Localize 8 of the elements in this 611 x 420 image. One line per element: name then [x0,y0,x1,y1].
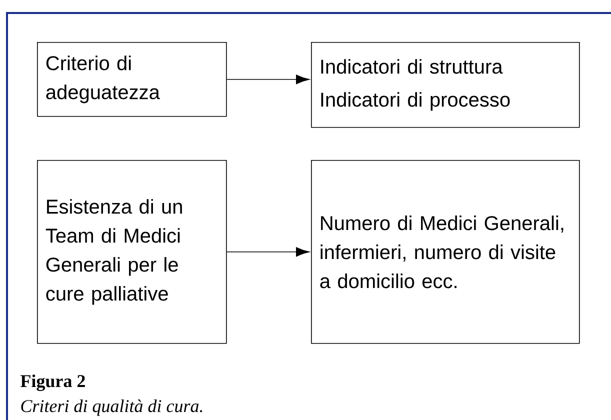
arrow [226,247,310,257]
figure-caption: Criteri di qualità di cura. [21,399,202,416]
text-box: Indicatori di struttura Indicatori di processo [311,42,580,128]
text-box: Criterio di adeguatezza [37,42,227,117]
text-box: Esistenza di un Team di Medici Generali per le cure palliative [37,160,227,344]
text-box: Numero di Medici Generali, infermieri, numero di visite a domicilio ecc. [311,160,580,344]
figure-title: Figura 2 [20,374,85,391]
arrow [226,74,310,84]
